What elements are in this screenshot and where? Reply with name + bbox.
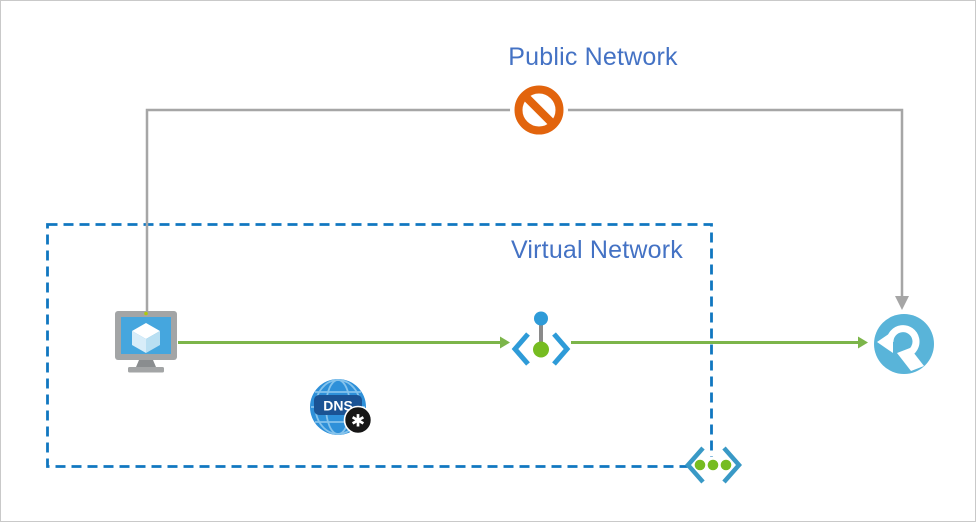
vm-power-led <box>144 311 148 316</box>
public-network-label: Public Network <box>508 43 678 71</box>
public-path-line <box>145 108 904 313</box>
vnet-dot-2 <box>707 459 719 471</box>
dns-badge-asterisk-icon: ✱ <box>351 412 365 431</box>
endpoint-green-dot <box>533 341 549 358</box>
green-flow-arrow-endpoint-to-relay <box>571 336 868 349</box>
dns-private-badge <box>343 405 373 435</box>
virtual-network-icon <box>684 446 743 484</box>
gray-arrowhead-down-icon <box>895 296 909 310</box>
vm-cube-right <box>146 331 160 353</box>
relay-leg <box>897 348 924 371</box>
vnet-dot-1 <box>694 459 706 471</box>
vm-cube-left <box>132 331 146 353</box>
green-arrowhead-1-icon <box>500 336 510 349</box>
relay-arrowhead <box>877 331 893 353</box>
private-endpoint-icon <box>511 311 571 366</box>
relay-circle <box>874 314 934 374</box>
virtual-network-label: Virtual Network <box>510 236 684 264</box>
endpoint-left-bracket <box>511 332 530 366</box>
vnet-right-bracket <box>722 446 743 484</box>
public-network-path <box>145 108 909 313</box>
vnet-left-bracket <box>684 446 705 484</box>
green-flow-arrow-vm-to-endpoint <box>178 336 510 349</box>
relay-icon <box>874 314 934 374</box>
vnet-dot-3 <box>720 459 732 471</box>
dns-label: DNS <box>323 398 353 414</box>
blocked-ring <box>514 85 564 135</box>
vm-stand-base <box>128 367 164 373</box>
no-public-access-icon <box>510 81 568 139</box>
virtual-machine-icon <box>115 311 177 373</box>
endpoint-top-dot <box>534 311 548 326</box>
green-arrowhead-2-icon <box>858 336 868 349</box>
vm-stand-neck <box>136 360 156 367</box>
private-dns-zone-icon: DNS ✱ <box>310 379 373 435</box>
virtual-network-boundary <box>46 223 713 468</box>
blocked-slash <box>521 92 557 128</box>
endpoint-right-bracket <box>552 332 571 366</box>
